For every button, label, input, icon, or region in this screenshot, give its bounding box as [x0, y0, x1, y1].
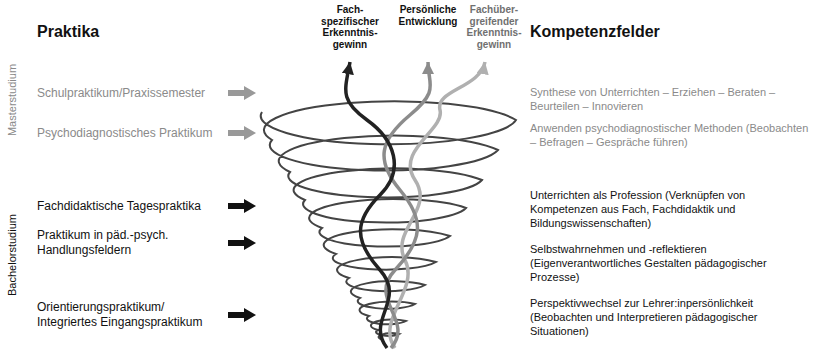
block-arrow	[228, 126, 256, 140]
competence-label: Selbstwahrnehmen und -reflektieren (Eige…	[530, 243, 813, 284]
strand-label: Persönliche Entwicklung	[393, 4, 463, 27]
phase-label: Bachelorstudium	[6, 214, 20, 296]
competence-label: Synthese von Unterrichten – Erziehen – B…	[530, 86, 813, 114]
practicum-label: Fachdidaktische Tagespraktika	[37, 199, 225, 214]
practicum-label: Schulpraktikum/Praxissemester	[37, 86, 225, 101]
column-heading: Kompetenzfelder	[530, 22, 660, 42]
block-arrow	[228, 308, 256, 322]
phase-label: Masterstudium	[6, 64, 20, 136]
competence-label: Anwenden psychodiagnostischer Methoden (…	[530, 122, 813, 150]
column-heading: Praktika	[37, 22, 99, 42]
strand-light	[390, 62, 485, 348]
block-arrow	[228, 86, 256, 100]
strand-grey	[384, 62, 430, 348]
strand-label: Fachüber- greifender Erkenntnis- gewinn	[465, 4, 523, 50]
strand-label: Fach- spezifischer Erkenntnis- gewinn	[318, 4, 382, 50]
practicum-label: Orientierungspraktikum/ Integriertes Ein…	[37, 300, 225, 330]
competence-label: Perspektivwechsel zur Lehrer:inpersönlic…	[530, 297, 813, 338]
block-arrow	[228, 199, 256, 213]
block-arrow	[228, 236, 256, 250]
strand-dark	[346, 62, 395, 348]
practicum-label: Psychodiagnostisches Praktikum	[37, 126, 225, 141]
competence-label: Unterrichten als Profession (Verknüpfen …	[530, 189, 813, 230]
practicum-label: Praktikum in päd.-psych. Handlungsfelder…	[37, 228, 225, 258]
